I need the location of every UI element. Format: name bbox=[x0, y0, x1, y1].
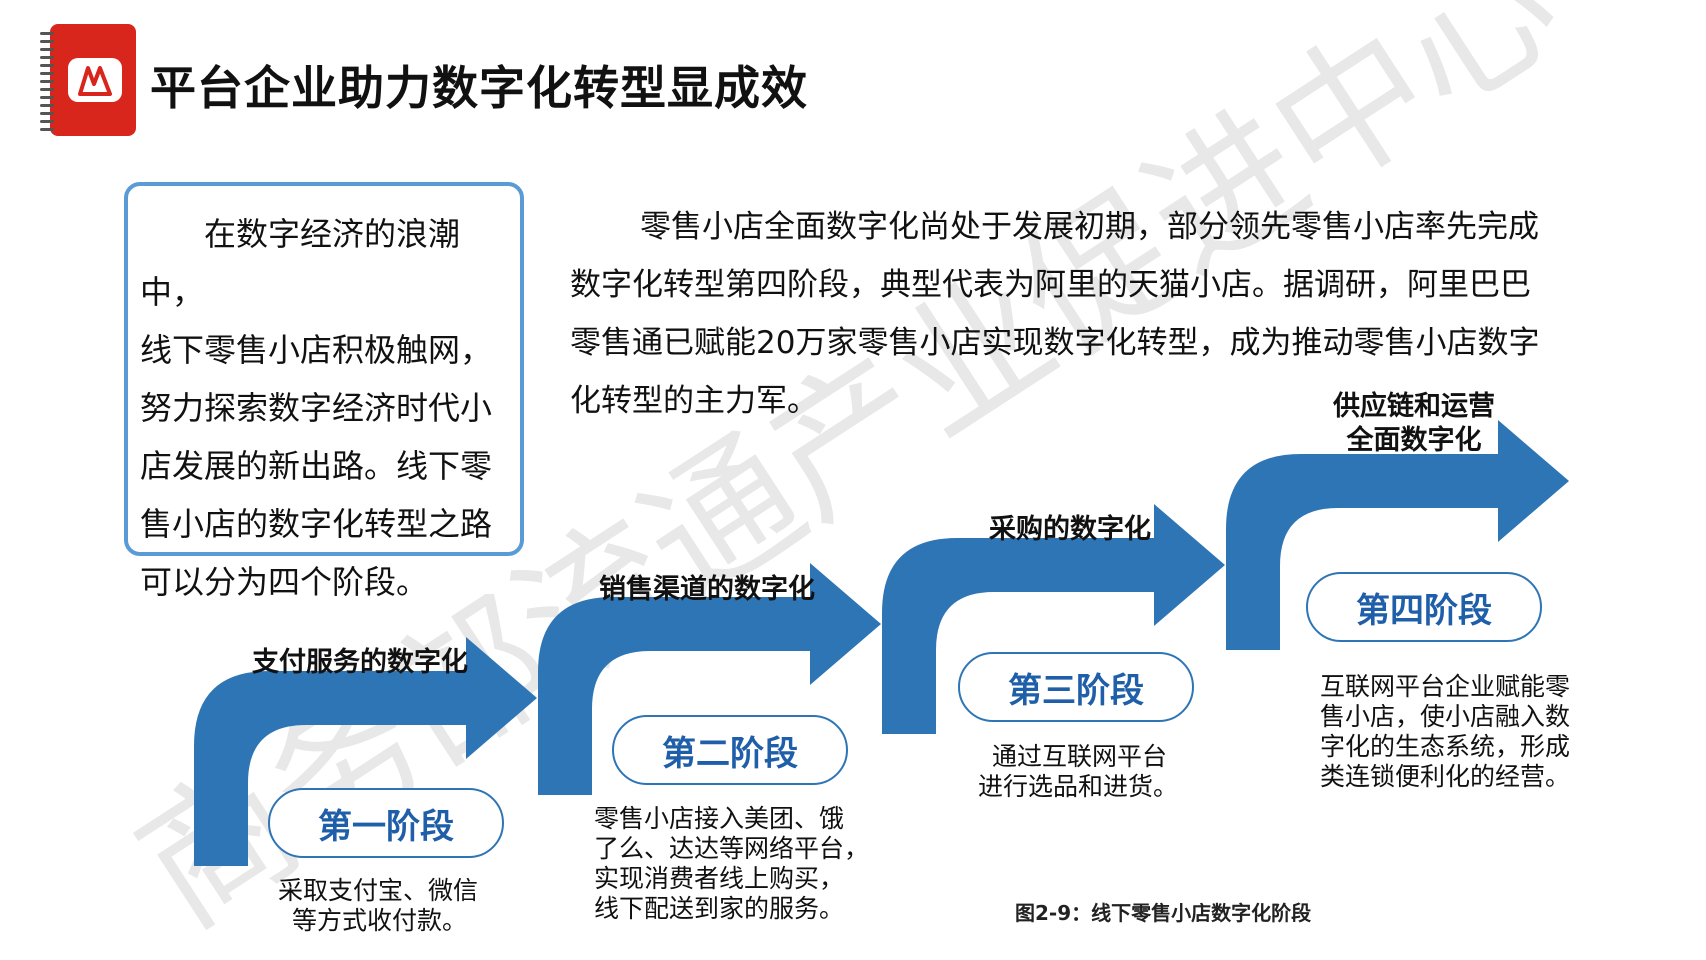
paragraph-line: 零售通已赋能20万家零售小店实现数字化转型，成为推动零售小店数字 bbox=[570, 325, 1540, 361]
paragraph-line: 零售小店全面数字化尚处于发展初期，部分领先零售小店率先完成 bbox=[640, 209, 1539, 245]
stage-4-title: 供应链和运营 全面数字化 bbox=[1333, 391, 1495, 456]
intro-line: 可以分为四个阶段。 bbox=[140, 563, 429, 601]
intro-line: 在数字经济的浪潮中， bbox=[140, 215, 461, 311]
intro-line: 店发展的新出路。线下零 bbox=[140, 447, 493, 485]
page-title: 平台企业助力数字化转型显成效 bbox=[150, 61, 808, 115]
intro-text: 在数字经济的浪潮中， 线下零售小店积极触网， 努力探索数字经济时代小 店发展的新… bbox=[140, 205, 520, 611]
stage-1-title: 支付服务的数字化 bbox=[252, 647, 468, 678]
stage-arrow-3 bbox=[882, 504, 1225, 734]
stage-3-title: 采购的数字化 bbox=[989, 514, 1151, 545]
stage-2-description: 零售小店接入美团、饿 了么、达达等网络平台， 实现消费者线上购买， 线下配送到家… bbox=[594, 804, 870, 923]
intro-line: 售小店的数字化转型之路 bbox=[140, 505, 493, 543]
stage-3-badge: 第三阶段 bbox=[958, 652, 1194, 722]
stage-arrow-1 bbox=[194, 637, 537, 866]
stage-1-description: 采取支付宝、微信 等方式收付款。 bbox=[278, 876, 479, 935]
stage-arrow-2 bbox=[538, 563, 881, 795]
stage-4-badge: 第四阶段 bbox=[1306, 572, 1542, 642]
figure-caption: 图2-9：线下零售小店数字化阶段 bbox=[1015, 901, 1312, 925]
stage-2-title: 销售渠道的数字化 bbox=[599, 574, 815, 605]
stage-arrow-4 bbox=[1226, 420, 1569, 650]
paragraph-line: 数字化转型第四阶段，典型代表为阿里的天猫小店。据调研，阿里巴巴 bbox=[570, 267, 1531, 303]
intro-line: 线下零售小店积极触网， bbox=[140, 331, 493, 369]
stage-2-badge: 第二阶段 bbox=[612, 715, 848, 785]
main-paragraph: 零售小店全面数字化尚处于发展初期，部分领先零售小店率先完成 数字化转型第四阶段，… bbox=[570, 198, 1610, 430]
stage-1-badge: 第一阶段 bbox=[268, 788, 504, 858]
stage-4-description: 互联网平台企业赋能零 售小店，使小店融入数 字化的生态系统，形成 类连锁便利化的… bbox=[1320, 672, 1571, 791]
intro-box bbox=[124, 182, 524, 556]
intro-line: 努力探索数字经济时代小 bbox=[140, 389, 493, 427]
stage-3-description: 通过互联网平台 进行选品和进货。 bbox=[978, 742, 1179, 801]
book-binder-icon bbox=[40, 24, 136, 136]
paragraph-line: 化转型的主力军。 bbox=[570, 383, 818, 419]
